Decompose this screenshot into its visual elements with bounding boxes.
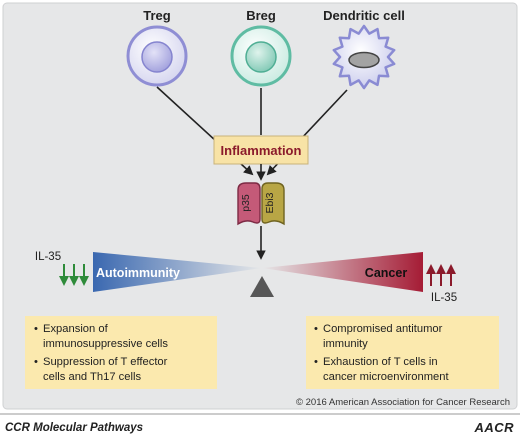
cancer-outcomes-list: • Compromised antitumor immunity • Exhau… [314, 323, 449, 383]
autoimmunity-wedge [93, 252, 262, 292]
cancer-label: Cancer [365, 266, 408, 280]
bullet: • [314, 323, 318, 335]
p35-label: p35 [240, 194, 252, 212]
outcome-item-line: Expansion of [43, 323, 109, 335]
autoimmunity-outcomes-box [25, 316, 217, 389]
dendritic-cell-icon [332, 24, 396, 90]
cancer-outcomes-box [306, 316, 499, 389]
inflammation-label: Inflammation [221, 143, 302, 158]
bullet: • [34, 356, 38, 368]
dendritic-cell-label: Dendritic cell [323, 8, 405, 23]
autoimmunity-outcomes-list: • Expansion of immunosuppressive cells •… [34, 323, 168, 383]
outcome-item-line: Exhaustion of T cells in [323, 356, 438, 368]
autoimmunity-label: Autoimmunity [96, 266, 180, 280]
treg-label: Treg [143, 8, 171, 23]
up-arrows-icon [426, 264, 456, 286]
il35-right-label: IL-35 [431, 292, 457, 304]
outcome-item-line: cells and Th17 cells [43, 371, 141, 383]
bullet: • [34, 323, 38, 335]
outcome-item-line: Compromised antitumor [323, 323, 443, 335]
breg-cell-icon [230, 25, 292, 87]
fulcrum-triangle [250, 276, 274, 297]
outcome-item-line: cancer microenvironment [323, 371, 449, 383]
bullet: • [314, 356, 318, 368]
down-arrows-icon [59, 264, 89, 286]
ebi3-label: Ebi3 [264, 192, 276, 213]
cancer-wedge [262, 252, 423, 292]
treg-cell-icon [126, 25, 188, 87]
copyright-text: © 2016 American Association for Cancer R… [296, 397, 510, 408]
il35-heterodimer-icon [237, 182, 285, 226]
footer-title: CCR Molecular Pathways [5, 422, 143, 434]
outcome-item-line: immunosuppressive cells [43, 338, 168, 350]
breg-label: Breg [246, 8, 276, 23]
outcome-item-line: immunity [323, 338, 368, 350]
aacr-logo: AACR [473, 420, 514, 435]
outcome-item-line: Suppression of T effector [43, 356, 168, 368]
il35-left-label: IL-35 [35, 251, 61, 263]
